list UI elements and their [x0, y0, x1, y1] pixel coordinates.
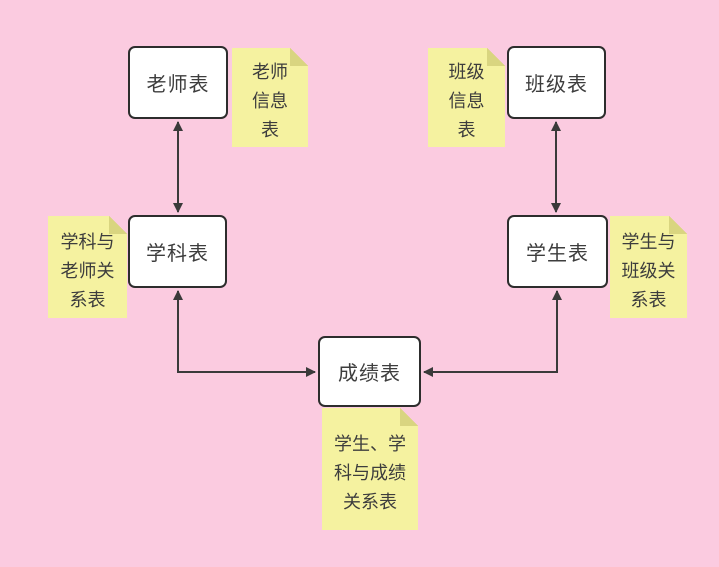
node-teacher-table-label: 老师表 [146, 74, 210, 96]
node-student-table[interactable]: 学生表 [507, 215, 608, 288]
note-student-class-relation-text: 学生与 班级关 系表 [621, 231, 676, 310]
note-student-subject-score-relation[interactable]: 学生、学 科与成绩 关系表 [322, 408, 418, 530]
note-teacher-info[interactable]: 老师 信息 表 [232, 48, 308, 147]
note-class-info[interactable]: 班级 信息 表 [428, 48, 505, 147]
note-class-info-text: 班级 信息 表 [448, 62, 485, 140]
node-subject-table-label: 学科表 [146, 243, 209, 265]
node-subject-table[interactable]: 学科表 [128, 215, 227, 288]
note-teacher-info-text: 老师 信息 表 [252, 62, 288, 140]
node-score-table-label: 成绩表 [338, 363, 401, 385]
note-subject-teacher-relation[interactable]: 学科与 老师关 系表 [48, 216, 127, 318]
note-subject-teacher-relation-text: 学科与 老师关 系表 [60, 231, 115, 310]
node-teacher-table[interactable]: 老师表 [128, 46, 228, 119]
note-student-class-relation[interactable]: 学生与 班级关 系表 [610, 216, 687, 318]
note-student-subject-score-relation-text: 学生、学 科与成绩 关系表 [334, 433, 406, 512]
node-class-table[interactable]: 班级表 [507, 46, 606, 119]
node-score-table[interactable]: 成绩表 [318, 336, 421, 407]
connector-subject-score [173, 290, 316, 377]
node-student-table-label: 学生表 [526, 243, 589, 265]
node-class-table-label: 班级表 [525, 74, 588, 96]
connector-student-score [423, 290, 562, 377]
